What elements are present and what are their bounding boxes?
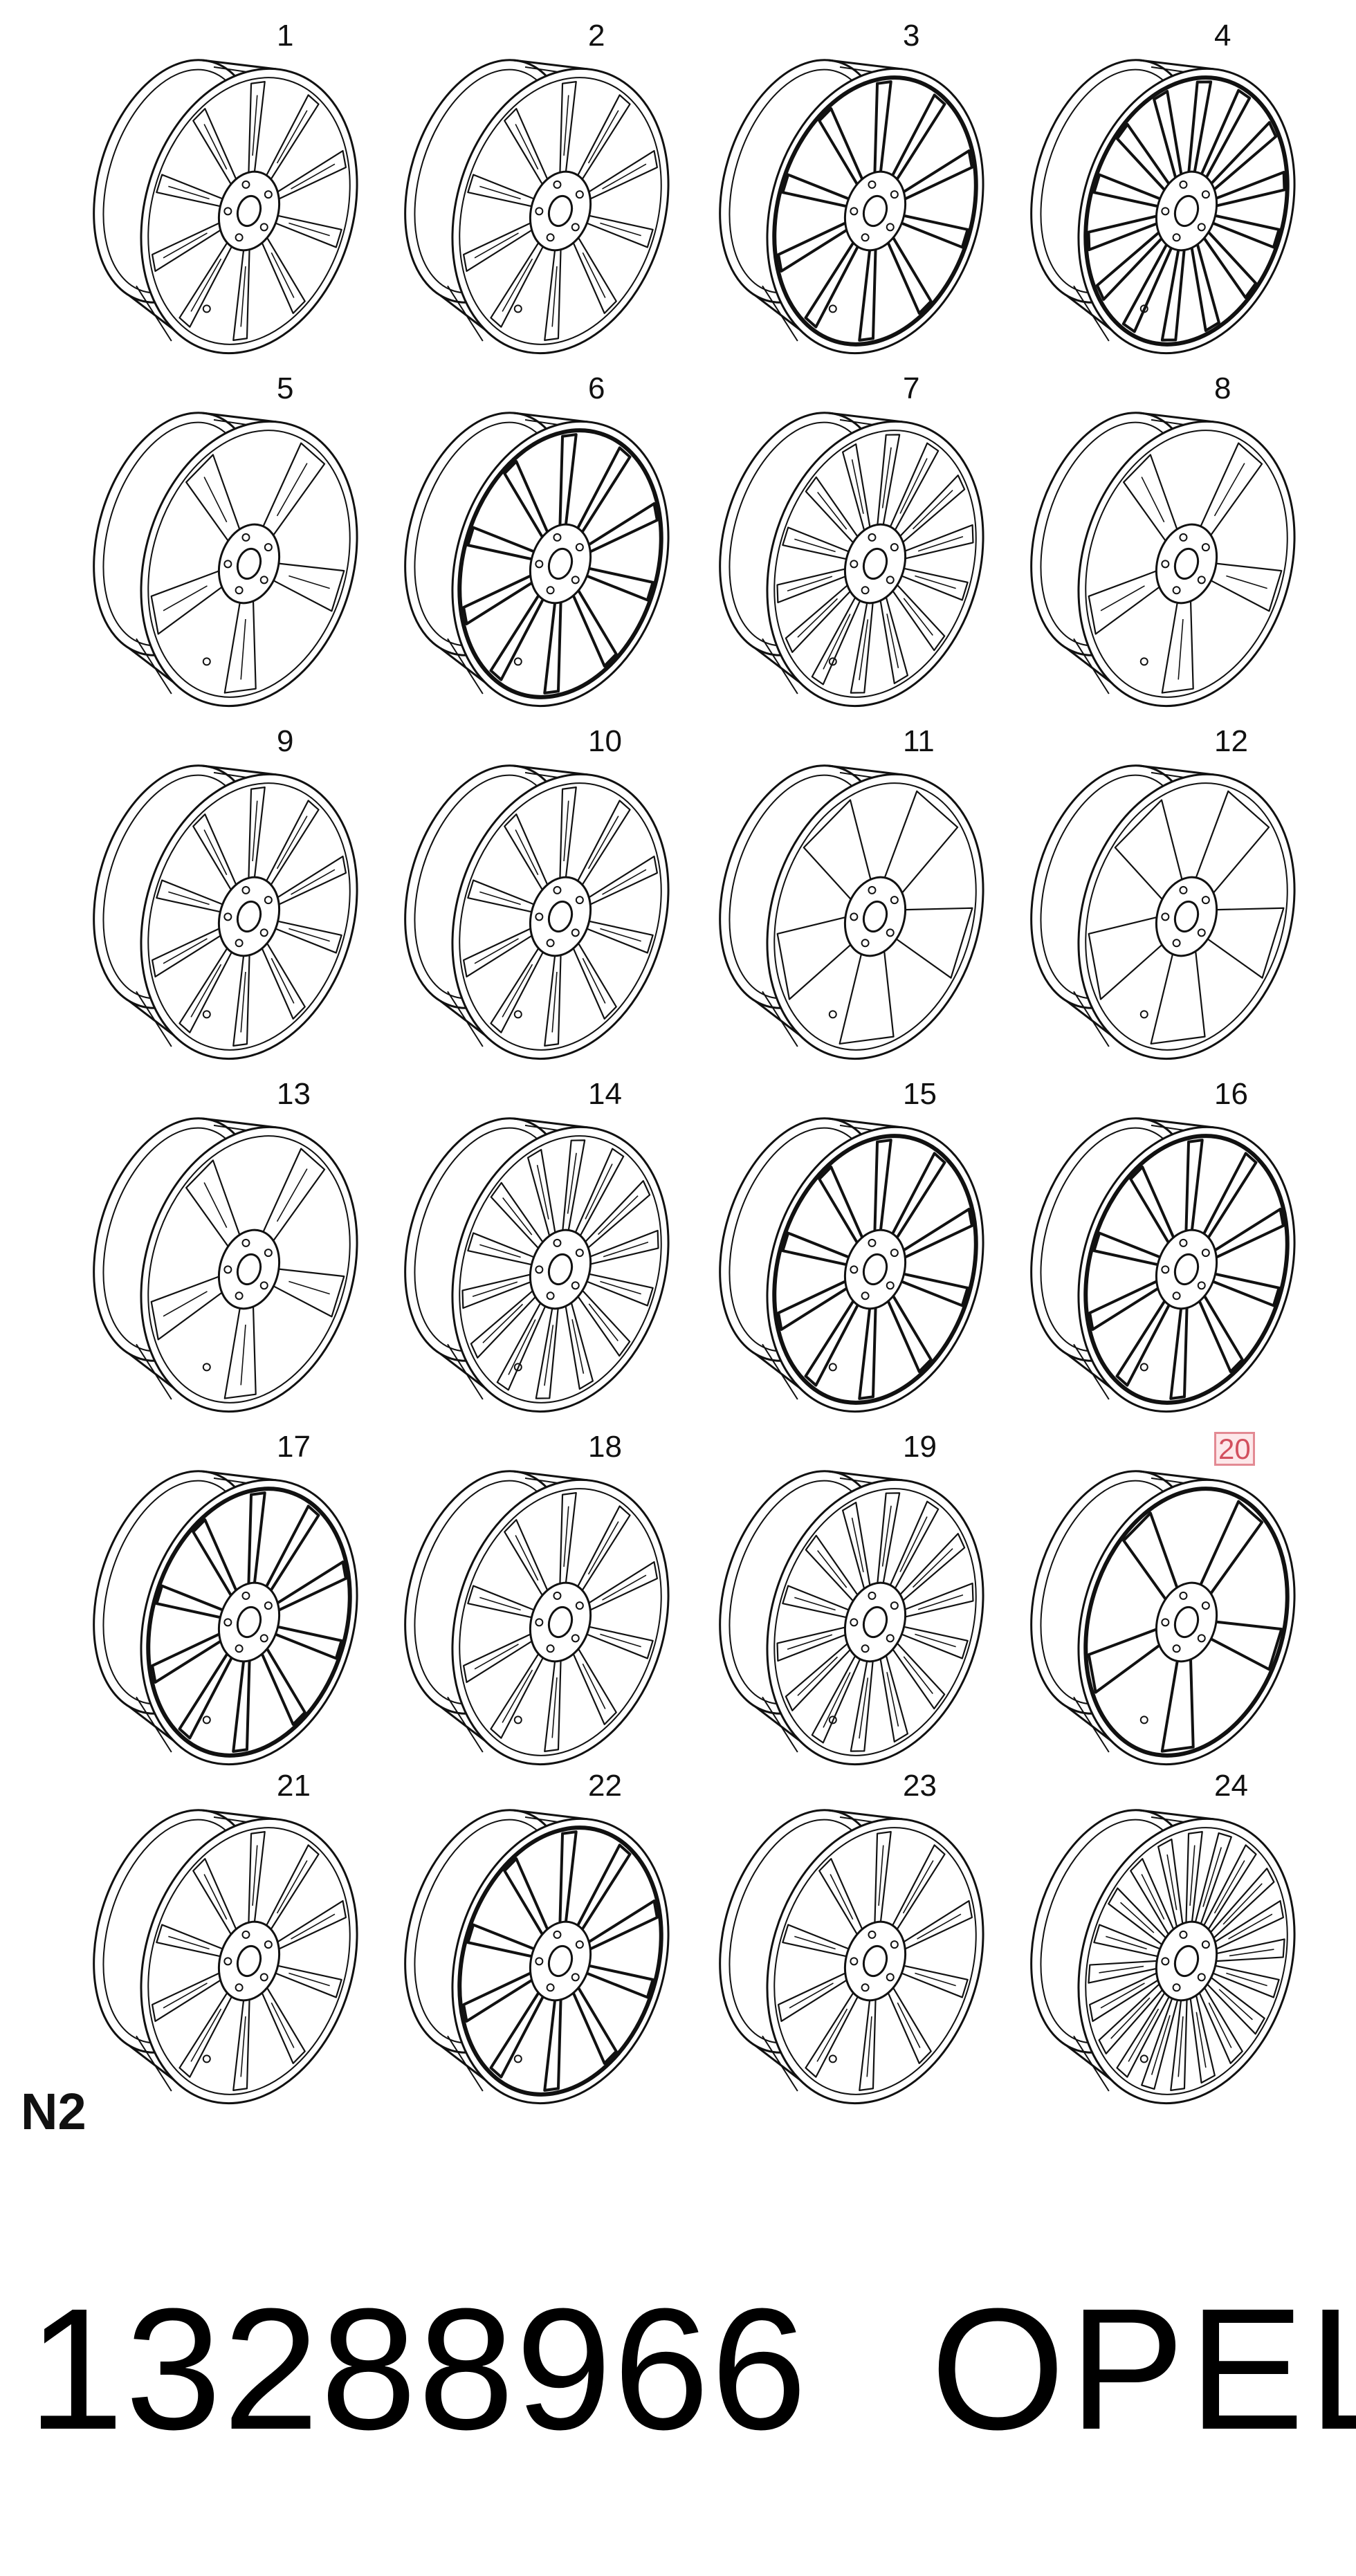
wheel-drawing bbox=[93, 1117, 358, 1413]
wheel-callout-number: 24 bbox=[1214, 1769, 1248, 1803]
wheel-drawing bbox=[1030, 764, 1296, 1060]
wheel-item: 13 bbox=[62, 1079, 381, 1425]
wheel-callout-number: 20 bbox=[1214, 1432, 1255, 1466]
wheel-item: 3 bbox=[688, 21, 1007, 367]
wheel-item: 21 bbox=[62, 1771, 381, 2117]
wheel-callout-number: 3 bbox=[903, 19, 920, 53]
wheel-item: 20 bbox=[1000, 1432, 1318, 1778]
wheel-drawing bbox=[719, 1470, 984, 1766]
wheel-item: 8 bbox=[1000, 374, 1318, 719]
wheel-item: 9 bbox=[62, 726, 381, 1072]
wheel-item: 23 bbox=[688, 1771, 1007, 2117]
wheel-drawing bbox=[404, 764, 670, 1060]
wheel-drawing bbox=[404, 412, 670, 708]
wheel-drawing bbox=[1030, 1117, 1296, 1413]
wheel-callout-number: 13 bbox=[277, 1077, 311, 1111]
wheel-drawing bbox=[404, 59, 670, 355]
wheel-item: 4 bbox=[1000, 21, 1318, 367]
wheel-drawing bbox=[1030, 412, 1296, 708]
wheel-item: 6 bbox=[374, 374, 692, 719]
wheel-item: 5 bbox=[62, 374, 381, 719]
wheel-callout-number: 6 bbox=[588, 371, 605, 405]
wheel-callout-number: 22 bbox=[588, 1769, 622, 1803]
wheel-drawing bbox=[93, 764, 358, 1060]
wheel-callout-number: 9 bbox=[277, 724, 294, 758]
wheel-drawing bbox=[404, 1470, 670, 1766]
wheel-callout-number: 7 bbox=[903, 371, 920, 405]
brand-name: OPEL bbox=[931, 2272, 1356, 2465]
wheel-drawing bbox=[719, 1809, 984, 2105]
wheel-drawing bbox=[1030, 1470, 1296, 1766]
wheel-drawing bbox=[93, 412, 358, 708]
wheel-drawing bbox=[1030, 1809, 1296, 2105]
part-number: 13288966 bbox=[28, 2272, 809, 2465]
wheel-item: 12 bbox=[1000, 726, 1318, 1072]
wheel-callout-number: 8 bbox=[1214, 371, 1231, 405]
wheel-drawing bbox=[719, 764, 984, 1060]
wheel-callout-number: 17 bbox=[277, 1430, 311, 1464]
wheel-item: 24 bbox=[1000, 1771, 1318, 2117]
wheel-drawing bbox=[93, 1470, 358, 1766]
wheel-item: 22 bbox=[374, 1771, 692, 2117]
wheel-callout-number: 21 bbox=[277, 1769, 311, 1803]
wheel-item: 7 bbox=[688, 374, 1007, 719]
wheel-callout-number: 18 bbox=[588, 1430, 622, 1464]
wheel-item: 11 bbox=[688, 726, 1007, 1072]
wheel-item: 2 bbox=[374, 21, 692, 367]
wheel-item: 19 bbox=[688, 1432, 1007, 1778]
wheel-drawing bbox=[93, 59, 358, 355]
wheel-drawing bbox=[719, 412, 984, 708]
wheel-callout-number: 2 bbox=[588, 19, 605, 53]
wheel-callout-number: 10 bbox=[588, 724, 622, 758]
wheel-callout-number: 15 bbox=[903, 1077, 937, 1111]
section-code: N2 bbox=[21, 2083, 86, 2140]
wheel-drawing bbox=[93, 1809, 358, 2105]
wheel-item: 14 bbox=[374, 1079, 692, 1425]
wheel-callout-number: 5 bbox=[277, 371, 294, 405]
wheel-drawing bbox=[404, 1117, 670, 1413]
wheel-callout-number: 12 bbox=[1214, 724, 1248, 758]
wheel-drawing bbox=[404, 1809, 670, 2105]
wheel-item: 16 bbox=[1000, 1079, 1318, 1425]
wheel-item: 15 bbox=[688, 1079, 1007, 1425]
wheel-callout-number: 1 bbox=[277, 19, 294, 53]
wheel-callout-number: 19 bbox=[903, 1430, 937, 1464]
wheel-drawing bbox=[1030, 59, 1296, 355]
wheel-item: 1 bbox=[62, 21, 381, 367]
wheel-drawing bbox=[719, 59, 984, 355]
wheel-drawing bbox=[719, 1117, 984, 1413]
wheel-callout-number: 23 bbox=[903, 1769, 937, 1803]
wheel-callout-number: 4 bbox=[1214, 19, 1231, 53]
wheel-item: 17 bbox=[62, 1432, 381, 1778]
wheel-callout-number: 11 bbox=[903, 724, 935, 758]
wheel-item: 10 bbox=[374, 726, 692, 1072]
wheel-callout-number: 16 bbox=[1214, 1077, 1248, 1111]
wheel-callout-number: 14 bbox=[588, 1077, 622, 1111]
wheel-item: 18 bbox=[374, 1432, 692, 1778]
